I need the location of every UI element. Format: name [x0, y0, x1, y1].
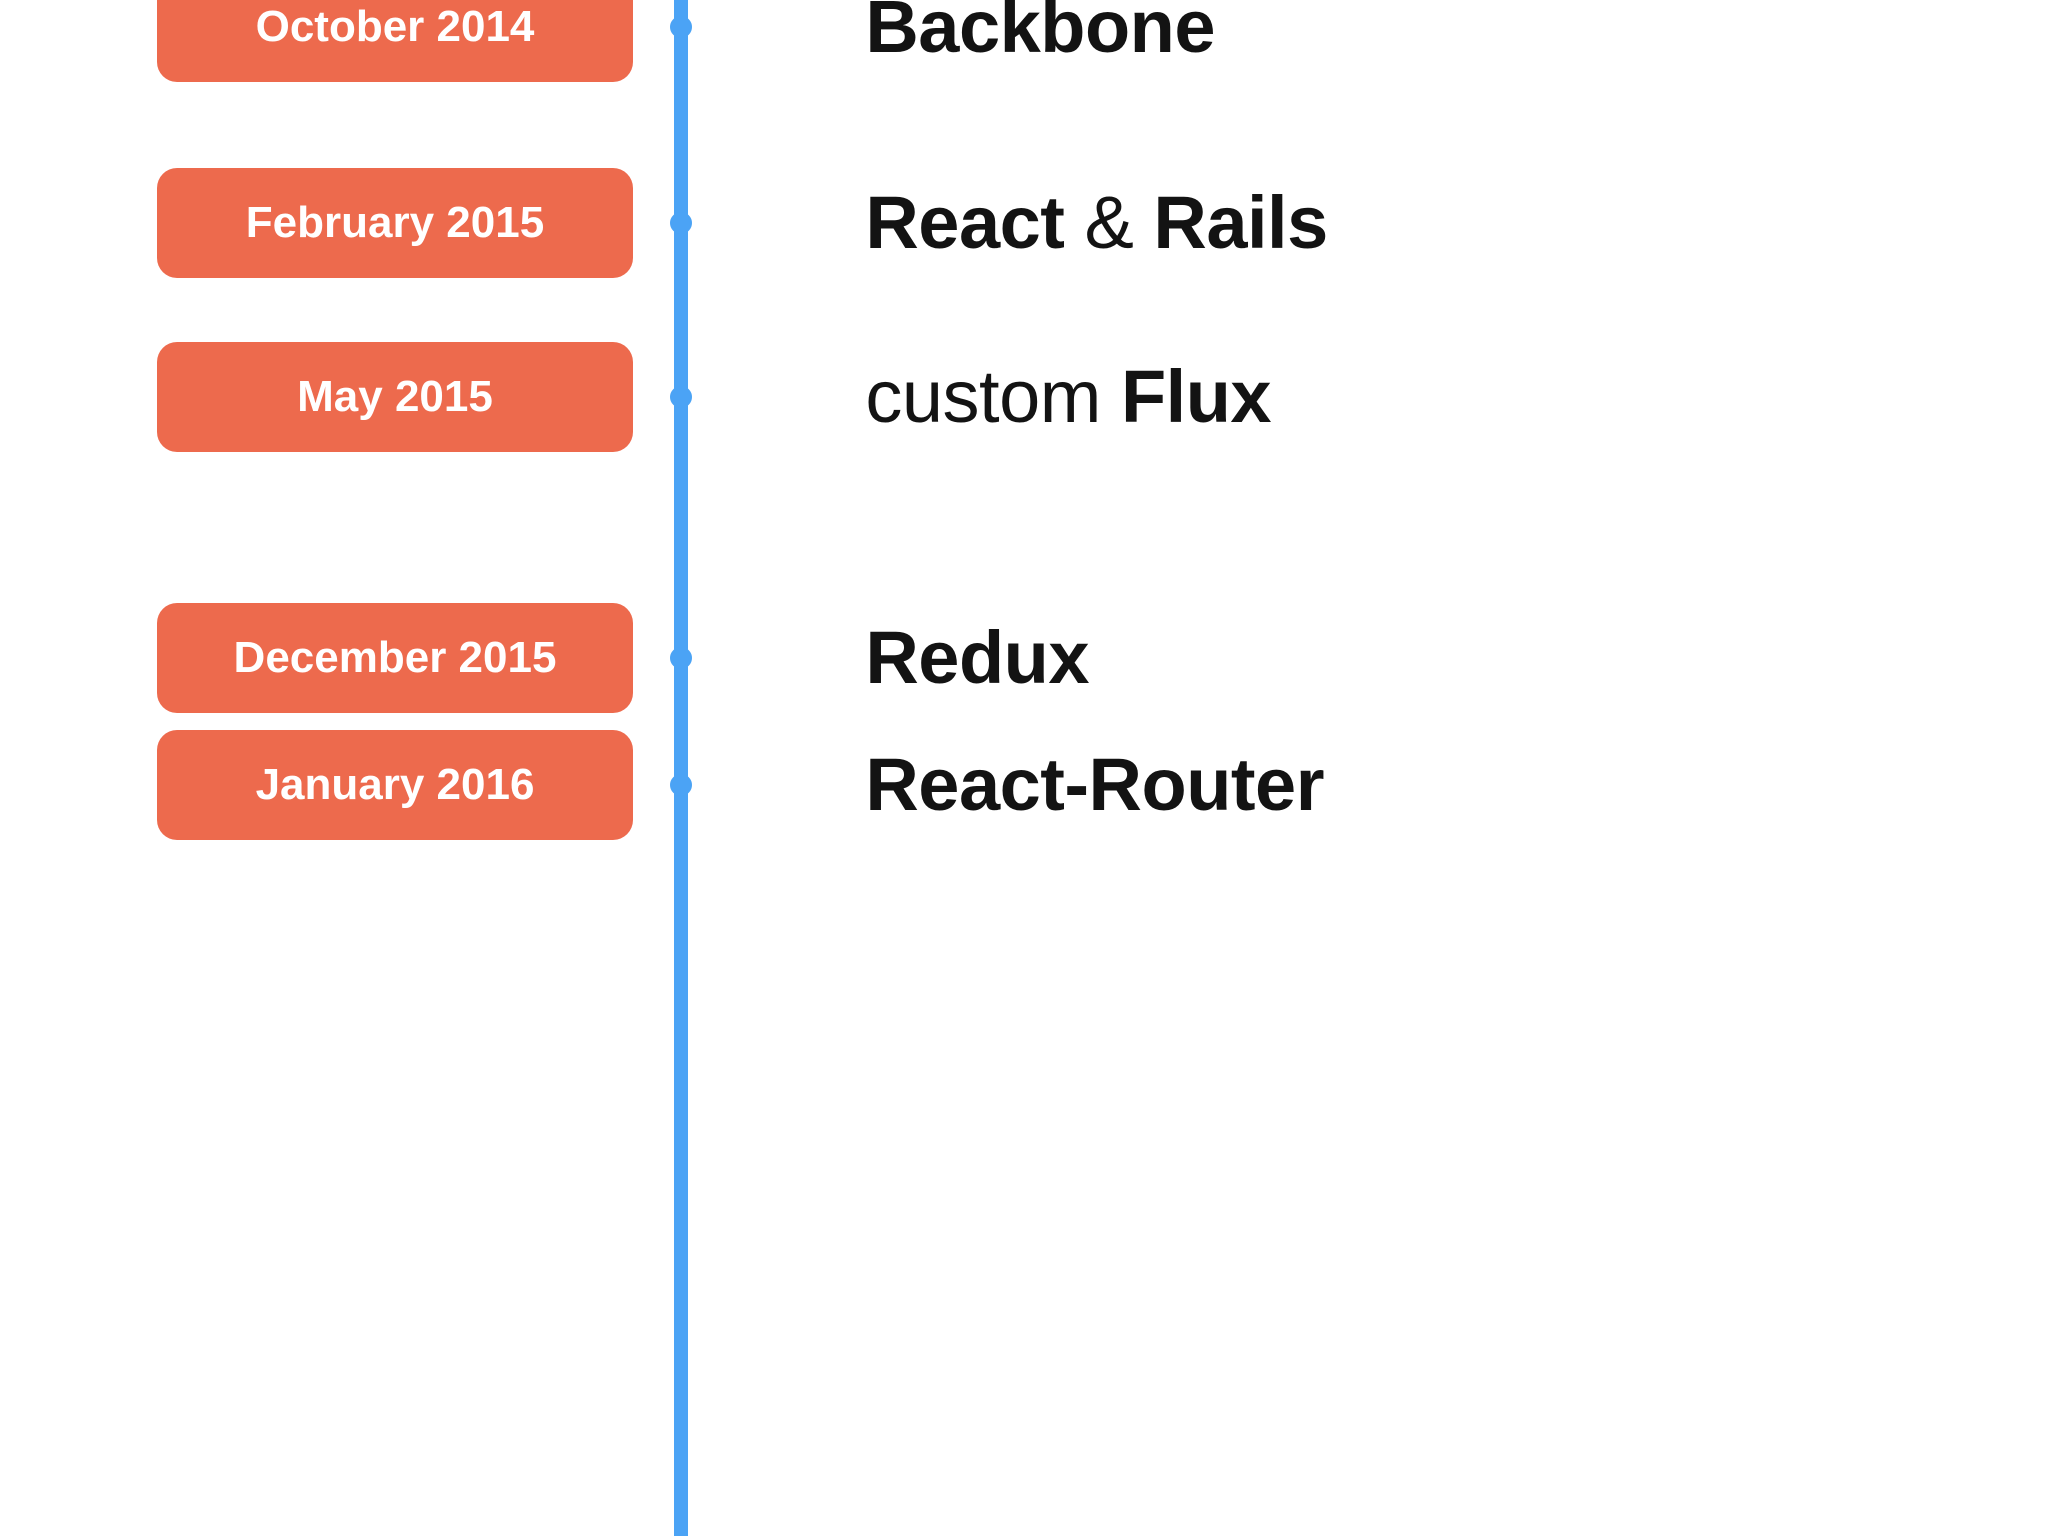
timeline-node-icon: [670, 386, 692, 408]
date-badge-label: February 2015: [245, 198, 545, 247]
entry-label: Backbone: [745, 0, 1215, 138]
timeline-node-icon: [670, 16, 692, 38]
timeline-node-icon: [670, 212, 692, 234]
entry-label-part: Backbone: [865, 0, 1216, 68]
date-badge-label: December 2015: [233, 633, 557, 682]
entry-label: React & Rails: [745, 112, 1328, 334]
entry-label-part: Redux: [865, 616, 1090, 699]
entry-label-part: &: [1064, 181, 1154, 264]
entry-label: custom Flux: [745, 286, 1271, 508]
entry-label-part: Rails: [1153, 181, 1328, 264]
date-badge: May 2015: [157, 342, 633, 452]
date-badge: October 2014: [157, 0, 633, 82]
date-badge: February 2015: [157, 168, 633, 278]
entry-label-part: custom: [865, 355, 1121, 438]
date-badge: December 2015: [157, 603, 633, 713]
entry-label-part: Flux: [1120, 355, 1272, 438]
timeline-node-icon: [670, 774, 692, 796]
entry-label: Redux: [745, 547, 1089, 769]
timeline-line: [674, 0, 688, 1536]
date-badge-label: May 2015: [297, 372, 493, 421]
date-badge: January 2016: [157, 730, 633, 840]
entry-label-part: React: [865, 181, 1065, 264]
date-badge-label: October 2014: [255, 2, 535, 51]
entry-label-part: React-Router: [865, 743, 1324, 826]
date-badge-label: January 2016: [255, 760, 535, 809]
entry-label: React-Router: [745, 674, 1324, 896]
timeline-node-icon: [670, 647, 692, 669]
